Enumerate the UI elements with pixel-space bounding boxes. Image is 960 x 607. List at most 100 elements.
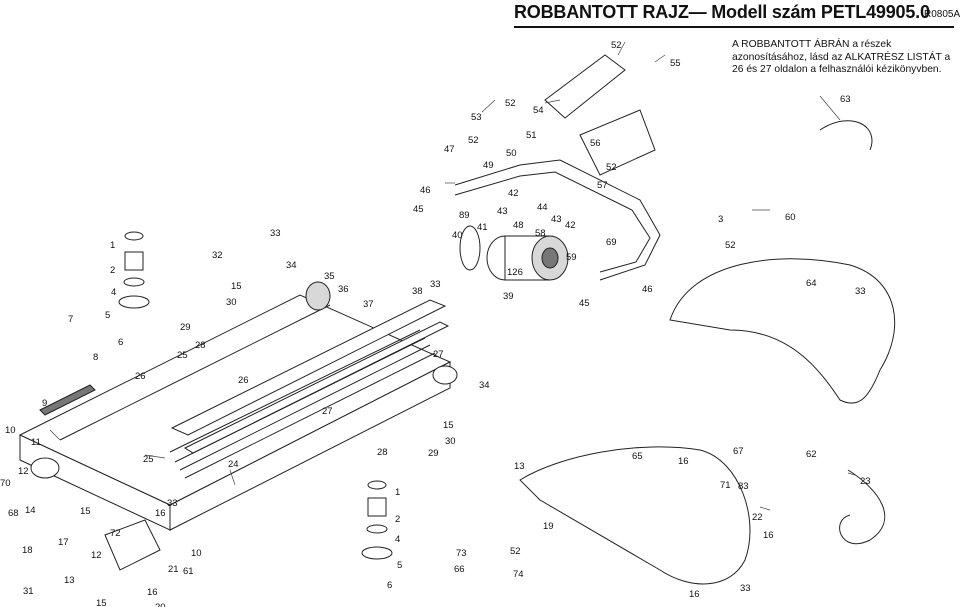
callout-74: 74 [513,569,524,580]
callout-51: 51 [526,130,537,141]
callout-29: 29 [428,448,439,459]
drive-motor [486,235,569,281]
callout-43: 43 [497,206,508,217]
callout-26: 26 [238,375,249,386]
callout-52: 52 [468,135,479,146]
callout-6: 6 [387,580,392,591]
callout-29: 29 [180,322,191,333]
callout-11: 11 [31,437,41,448]
callout-61: 61 [183,566,194,577]
callout-6: 6 [118,337,123,348]
callout-52: 52 [606,162,617,173]
callout-42: 42 [508,188,519,199]
title-rule [514,26,954,28]
callout-52: 52 [505,98,516,109]
callout-3: 3 [718,214,723,225]
callout-34: 34 [479,380,490,391]
callout-52: 52 [725,240,736,251]
upper-frame [454,109,661,281]
callout-19: 19 [543,521,554,532]
callout-15: 15 [443,420,454,431]
side-rail [170,299,447,436]
callout-2: 2 [395,514,400,525]
callout-53: 53 [471,112,482,123]
callout-30: 30 [445,436,456,447]
callout-49: 49 [483,160,494,171]
callout-12: 12 [18,466,29,477]
callout-39: 39 [503,291,514,302]
callout-41: 41 [477,222,488,233]
callout-15: 15 [96,598,107,607]
callout-27: 27 [322,406,333,417]
callout-35: 35 [324,271,335,282]
callout-42: 42 [565,220,576,231]
callout-25: 25 [143,454,154,465]
power-cord [839,469,886,545]
callout-21: 21 [168,564,179,575]
callout-28: 28 [377,447,388,458]
callout-12: 12 [91,550,102,561]
callout-5: 5 [105,310,110,321]
callout-18: 18 [22,545,33,556]
callout-60: 60 [785,212,796,223]
callout-40: 40 [452,230,463,241]
callout-5: 5 [397,560,402,571]
callout-16: 16 [689,589,700,600]
callout-23: 23 [860,476,871,487]
callout-28: 28 [195,340,206,351]
callout-70: 70 [0,478,11,489]
callout-31: 31 [23,586,34,597]
callout-1: 1 [395,487,400,498]
callout-26: 26 [135,371,146,382]
callout-15: 15 [80,506,91,517]
callout-20: 20 [155,602,166,607]
wire-harness [819,120,873,151]
motor-hood [669,258,896,404]
side-rail-lower [183,321,450,454]
callout-22: 22 [752,512,763,523]
leveler-stack-right [361,480,393,560]
callout-67: 67 [733,446,744,457]
callout-45: 45 [413,204,424,215]
callout-33: 33 [740,583,751,594]
callout-65: 65 [632,451,643,462]
callout-34: 34 [286,260,297,271]
callout-24: 24 [228,459,239,470]
callout-27: 27 [433,349,444,360]
callout-58: 58 [535,228,546,239]
callout-46: 46 [420,185,431,196]
front-roller [432,365,458,385]
callout-72: 72 [110,528,121,539]
page-title: ROBBANTOTT RAJZ— Modell szám PETL49905.0 [514,2,930,22]
callout-8: 8 [93,352,98,363]
leveler-stack-left [118,231,150,309]
callout-43: 43 [551,214,562,225]
callout-25: 25 [177,350,188,361]
callout-37: 37 [363,299,374,310]
callout-13: 13 [64,575,75,586]
callout-56: 56 [590,138,601,149]
callout-16: 16 [678,456,689,467]
callout-16: 16 [147,587,158,598]
rear-foot [104,519,161,571]
leader-lines [49,41,856,511]
callout-33: 33 [855,286,866,297]
callout-13: 13 [514,461,525,472]
drawing-code: R0805A [924,9,960,20]
callout-54: 54 [533,105,544,116]
callout-55: 55 [670,58,681,69]
callout-33: 33 [167,498,178,509]
callout-14: 14 [25,505,36,516]
callout-15: 15 [231,281,242,292]
callout-7: 7 [68,314,73,325]
callout-64: 64 [806,278,817,289]
callout-126: 126 [507,267,523,278]
callout-17: 17 [58,537,69,548]
callout-68: 68 [8,508,19,519]
callout-52: 52 [510,546,521,557]
console-bracket [544,54,626,119]
callout-10: 10 [191,548,202,559]
callout-16: 16 [155,508,166,519]
callout-30: 30 [226,297,237,308]
callout-83: 83 [738,481,749,492]
